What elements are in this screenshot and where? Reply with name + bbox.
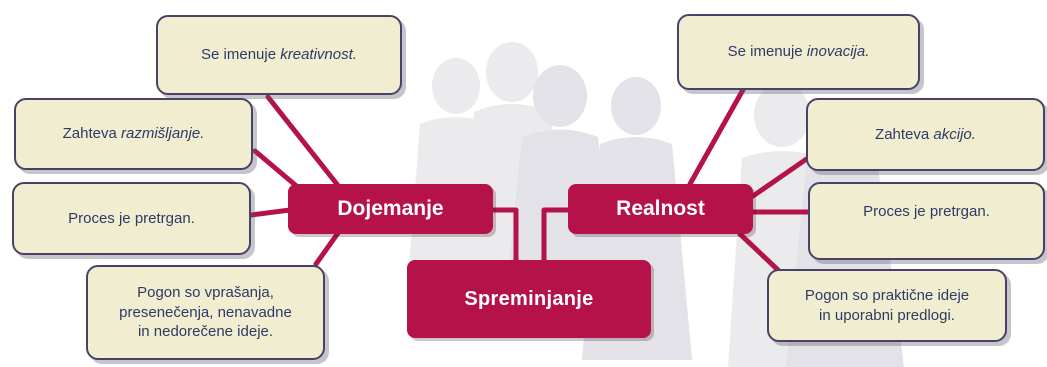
note-text: Proces je pretrgan. xyxy=(68,209,195,227)
hub-label: Realnost xyxy=(616,197,705,220)
note-line: Pogon so praktične ideje xyxy=(804,287,970,304)
hub-label: Spreminjanje xyxy=(464,287,594,310)
note-emphasis: razmišljanje. xyxy=(121,125,205,143)
note-text: Zahteva akcijo. xyxy=(875,125,976,145)
note-text: Se imenuje inovacija. xyxy=(728,42,870,62)
note-left-pogon: Pogon so vprašanja, presenečenja, nenava… xyxy=(86,265,325,360)
note-line: Pogon so vprašanja, xyxy=(137,284,274,302)
note-right-akcijo: Zahteva akcijo. xyxy=(806,98,1045,171)
note-prefix: Se imenuje xyxy=(727,43,807,61)
note-line: presenečenja, nenavadne xyxy=(119,303,292,321)
note-line: in nedorečene ideje. xyxy=(137,323,274,341)
note-emphasis: kreativnost. xyxy=(280,46,357,64)
hub-spreminjanje: Spreminjanje xyxy=(407,260,651,338)
note-text: Proces je pretrgan. xyxy=(863,203,990,220)
note-left-proces: Proces je pretrgan. xyxy=(12,182,251,255)
note-text: Zahteva razmišljanje. xyxy=(63,124,205,144)
note-text: Pogon so praktične ideje in uporabni pre… xyxy=(805,286,969,325)
hub-dojemanje: Dojemanje xyxy=(288,184,493,234)
note-prefix: Zahteva xyxy=(875,125,934,143)
note-emphasis: inovacija. xyxy=(806,43,870,61)
note-text: Se imenuje kreativnost. xyxy=(201,45,357,65)
note-right-pogon: Pogon so praktične ideje in uporabni pre… xyxy=(767,269,1007,342)
note-prefix: Se imenuje xyxy=(201,46,281,64)
hub-realnost: Realnost xyxy=(568,184,753,234)
note-text: Pogon so vprašanja, presenečenja, nenava… xyxy=(119,283,292,342)
note-right-inovacija: Se imenuje inovacija. xyxy=(677,14,920,90)
note-left-kreativnost: Se imenuje kreativnost. xyxy=(156,15,402,95)
note-emphasis: akcijo. xyxy=(933,125,976,143)
hub-label: Dojemanje xyxy=(337,197,444,220)
note-left-razmisljanje: Zahteva razmišljanje. xyxy=(14,98,253,170)
note-line: in uporabni predlogi. xyxy=(819,306,955,324)
note-prefix: Zahteva xyxy=(62,125,121,143)
note-right-proces: Proces je pretrgan. xyxy=(808,182,1045,260)
